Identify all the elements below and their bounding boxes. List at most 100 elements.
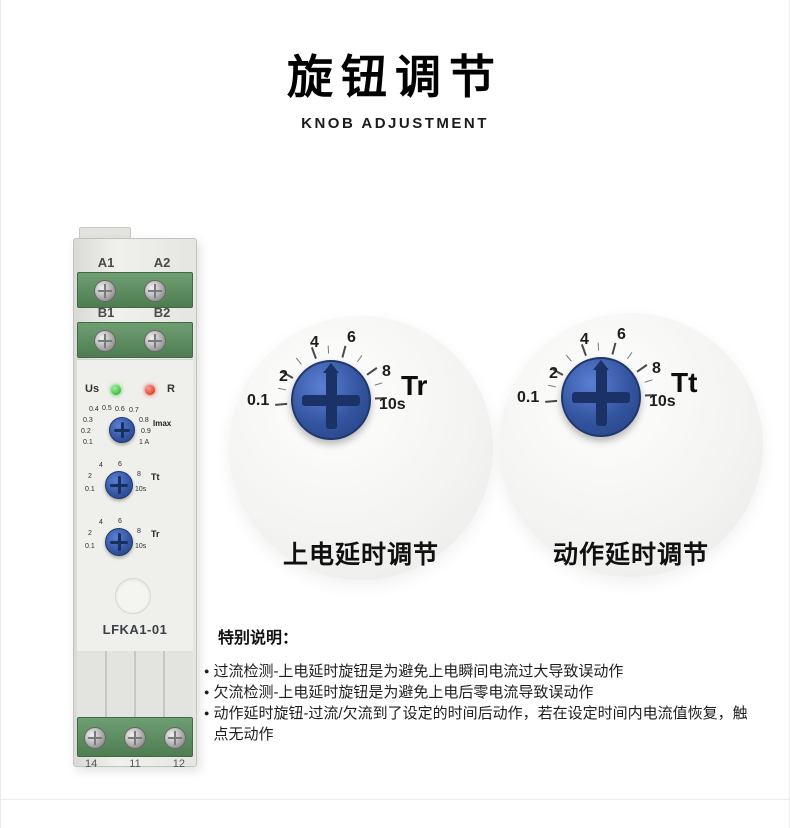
dial-tick: [565, 354, 572, 362]
terminal-number-11: 11: [129, 758, 141, 770]
note-text: 动作延时旋钮-过流/欠流到了设定的时间后动作，若在设定时间内电流值恢复，触点无动…: [213, 705, 748, 743]
knob-arrow-icon: [323, 363, 339, 373]
terminal-label-b1: B1: [97, 305, 115, 320]
scale-mark: 0.3: [83, 417, 93, 424]
tr-zoom-knob: [291, 360, 371, 440]
tt-knob: [105, 471, 133, 499]
scale-mark: 10s: [135, 543, 147, 550]
dial-label-10s: 10s: [649, 393, 676, 410]
scale-mark: 0.8: [139, 417, 149, 424]
dial-tick: [341, 345, 347, 358]
led-label-r: R: [167, 383, 175, 395]
dial-tick: [636, 364, 648, 373]
scale-mark: 0.5: [102, 405, 112, 412]
groove-line: [163, 651, 165, 717]
dial-label-4: 4: [310, 334, 319, 351]
scale-mark: 2: [88, 473, 92, 480]
imax-knob: [109, 417, 135, 443]
terminal-label-b2: B2: [153, 305, 171, 320]
bullet-icon: ●: [204, 687, 210, 697]
terminal-block-bottom: [77, 717, 193, 757]
din-clip-area: [77, 651, 193, 717]
scale-mark: 4: [99, 519, 103, 526]
mounting-tab: [79, 227, 131, 240]
scale-mark: 8: [137, 528, 141, 535]
dial-tick: [374, 382, 383, 386]
tt-label: Tt: [151, 472, 160, 482]
page-subtitle: KNOB ADJUSTMENT: [301, 115, 489, 132]
scale-mark: 0.1: [85, 486, 95, 493]
tr-knob-group: 4 6 2 8 0.1 10s Tr: [85, 518, 193, 568]
knob-arrow-icon: [593, 360, 609, 370]
screw-icon: [124, 727, 146, 749]
tt-zoom-knob: [561, 357, 641, 437]
screw-icon: [144, 330, 166, 352]
dial-tick: [545, 399, 558, 403]
terminal-numbers-bottom: 14 11 12: [77, 758, 193, 770]
dial-tick: [327, 345, 330, 354]
scale-mark: 6: [118, 518, 122, 525]
tr-knob-name: Tr: [401, 370, 428, 401]
scale-mark: 2: [88, 530, 92, 537]
red-led-icon: [145, 385, 155, 395]
dial-tick: [275, 402, 288, 406]
bullet-icon: ●: [204, 708, 210, 718]
scale-mark: 0.1: [85, 543, 95, 550]
dial-label-4: 4: [580, 331, 589, 348]
caption-action-delay: 动作延时调节: [552, 541, 709, 569]
note-item: ● 欠流检测-上电延时旋钮是为避免上电后零电流导致误动作: [204, 682, 752, 703]
scale-mark: 0.1: [83, 439, 93, 446]
caption-power-on-delay: 上电延时调节: [282, 541, 439, 569]
tt-knob-group: 4 6 2 8 0.1 10s Tt: [85, 461, 193, 511]
dial-label-6: 6: [347, 329, 356, 346]
dial-label-8: 8: [382, 363, 391, 380]
terminal-block-top: [77, 272, 193, 308]
dial-label-6: 6: [617, 326, 626, 343]
terminal-block-mid: [77, 322, 193, 358]
dial-label-0-1: 0.1: [247, 392, 270, 409]
terminal-number-12: 12: [172, 758, 185, 770]
screw-icon: [94, 280, 116, 302]
screw-icon: [94, 330, 116, 352]
led-label-us: Us: [85, 383, 100, 395]
tt-knob-name: Tt: [671, 367, 698, 398]
note-text: 欠流检测-上电延时旋钮是为避免上电后零电流导致误动作: [213, 684, 594, 701]
dial-tick: [548, 384, 557, 388]
dial-tick: [366, 367, 378, 376]
imax-knob-group: 0.4 0.5 0.6 0.7 0.3 0.8 0.2 0.9 0.1 1 A …: [81, 405, 191, 454]
model-number: LFKA1-01: [102, 622, 168, 637]
dial-tick: [644, 379, 653, 383]
dial-label-10s: 10s: [379, 396, 406, 413]
bullet-icon: ●: [204, 666, 210, 676]
dial-tick: [597, 342, 600, 351]
terminal-label-a1: A1: [97, 255, 115, 270]
header: 旋钮调节 KNOB ADJUSTMENT: [1, 54, 789, 132]
scale-mark: 0.4: [89, 406, 99, 413]
dial-label-2: 2: [279, 368, 288, 385]
scale-mark: 1 A: [139, 439, 150, 446]
green-led-icon: [111, 385, 121, 395]
tr-label: Tr: [151, 529, 160, 539]
scale-mark: 0.7: [129, 407, 139, 414]
dial-label-0-1: 0.1: [517, 389, 540, 406]
dial-tick: [626, 351, 633, 360]
relay-device: A1 A2 B1 B2 Us R: [73, 227, 197, 770]
dial-label-8: 8: [652, 360, 661, 377]
terminal-number-14: 14: [85, 758, 98, 770]
dial-tick: [611, 342, 617, 355]
note-text: 过流检测-上电延时旋钮是为避免上电瞬间电流过大导致误动作: [213, 663, 624, 680]
zoom-circle-tt: 0.1 2 4 6 8 10s Tt: [499, 313, 763, 577]
scale-mark: 6: [118, 461, 122, 468]
led-row: Us R: [77, 382, 193, 398]
scale-mark: 0.2: [81, 428, 91, 435]
scale-mark: 10s: [135, 486, 147, 493]
note-item: ● 过流检测-上电延时旋钮是为避免上电瞬间电流过大导致误动作: [204, 661, 752, 682]
scale-mark: 0.6: [115, 406, 125, 413]
bottom-divider: [1, 799, 789, 800]
note-item: ● 动作延时旋钮-过流/欠流到了设定的时间后动作，若在设定时间内电流值恢复，触点…: [204, 703, 752, 745]
screw-icon: [84, 727, 106, 749]
page-title: 旋钮调节: [287, 51, 503, 103]
screw-icon: [144, 280, 166, 302]
dial-tick: [295, 357, 302, 365]
